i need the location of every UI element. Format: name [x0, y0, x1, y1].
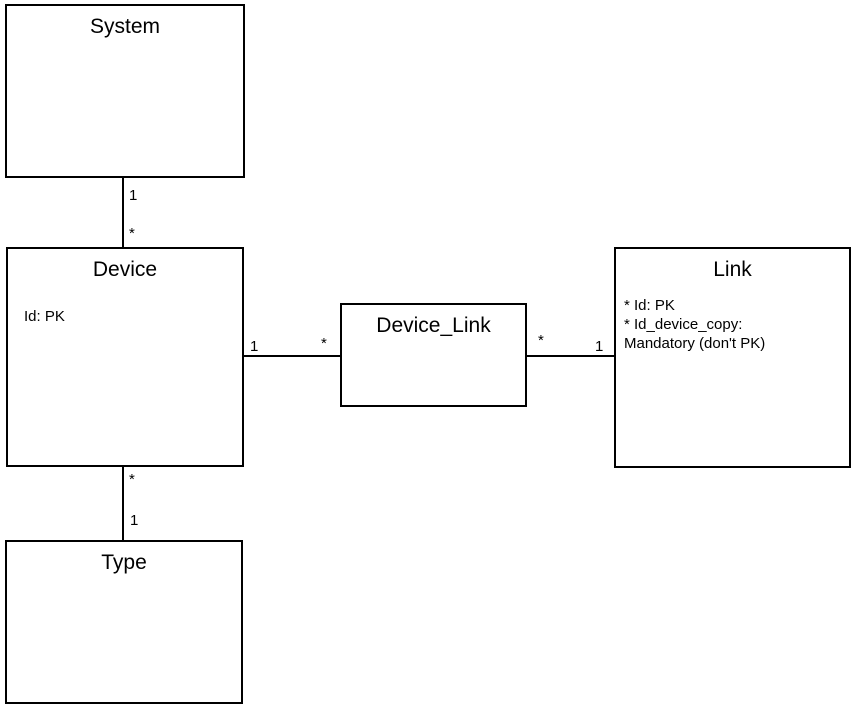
entity-attributes: * Id: PK * Id_device_copy: Mandatory (do… — [616, 296, 849, 353]
connector-device-type — [122, 467, 124, 540]
cardinality-label-link-side: 1 — [595, 338, 604, 355]
connector-system-device — [122, 178, 124, 247]
entity-title: Type — [101, 551, 147, 574]
cardinality-label-device-side: * — [129, 471, 135, 488]
entity-device-link[interactable]: Device_Link — [340, 303, 527, 407]
entity-attribute: Id: PK — [24, 308, 65, 325]
entity-title: Link — [713, 258, 752, 281]
entity-title: Device_Link — [376, 314, 491, 337]
entity-attributes: Id: PK — [8, 307, 242, 326]
entity-device[interactable]: Device Id: PK — [6, 247, 244, 467]
connector-device-devicelink — [244, 355, 340, 357]
entity-attribute: * Id_device_copy: — [624, 316, 743, 333]
entity-type[interactable]: Type — [5, 540, 243, 704]
entity-title: Device — [92, 258, 158, 281]
cardinality-label-system-side: 1 — [129, 187, 138, 204]
cardinality-label-type-side: 1 — [130, 512, 139, 529]
entity-attribute: Mandatory (don't PK) — [624, 335, 766, 352]
connector-devicelink-link — [527, 355, 614, 357]
cardinality-label-device-side: 1 — [250, 338, 259, 355]
entity-attribute: * Id: PK — [624, 297, 675, 314]
entity-system[interactable]: System — [5, 4, 245, 178]
cardinality-label-devicelink-side: * — [321, 335, 327, 352]
cardinality-label-devicelink-side: * — [538, 332, 544, 349]
cardinality-label-device-side: * — [129, 225, 135, 242]
entity-title: System — [89, 15, 160, 38]
entity-link[interactable]: Link * Id: PK * Id_device_copy: Mandator… — [614, 247, 851, 468]
